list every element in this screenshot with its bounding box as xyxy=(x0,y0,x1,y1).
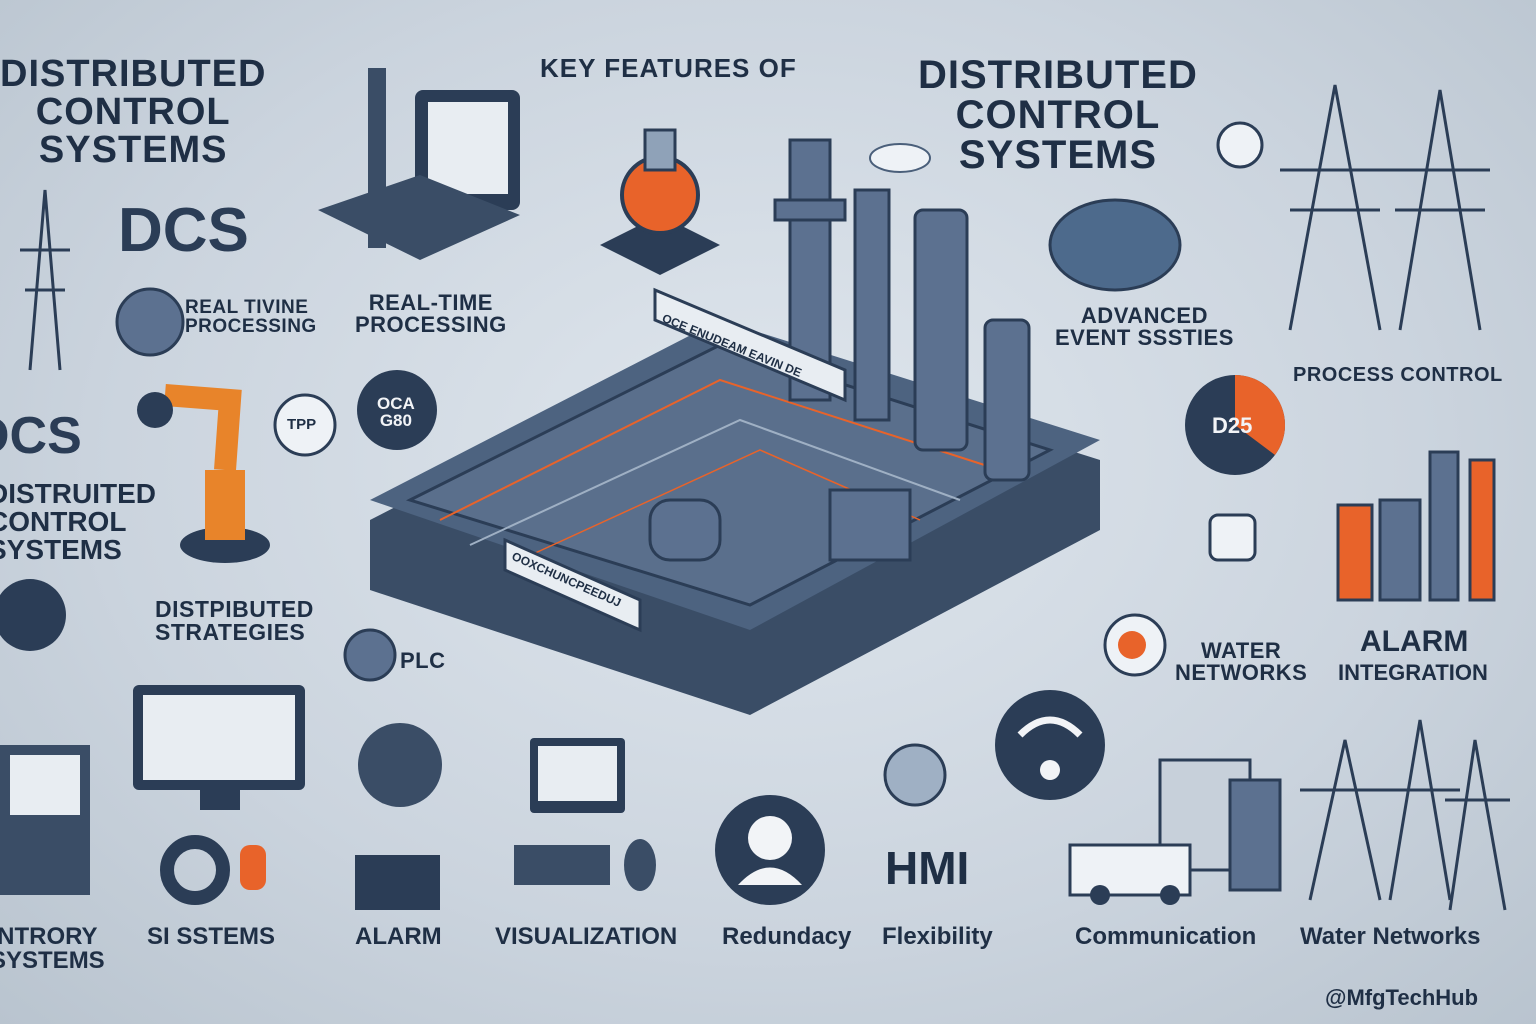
dcs-label: DCS xyxy=(118,196,249,265)
plc-label: PLC xyxy=(400,648,446,673)
transmission-tower-icons xyxy=(20,84,1510,911)
tpp-badge-label: TPP xyxy=(287,416,317,433)
bottom-label-6: Flexibility xyxy=(882,923,993,950)
flask-icon xyxy=(600,128,720,275)
bottom-label-3: ALARM xyxy=(355,923,442,950)
monitor-icon xyxy=(133,685,305,810)
cylinder-storage-icons xyxy=(1336,450,1496,602)
alarm-dial-icon xyxy=(358,723,442,807)
water-networks-label: WATER NETWORKS xyxy=(1175,638,1308,685)
bottom-label-5: Redundacy xyxy=(722,923,852,950)
oca-badge-label: OCA G80 xyxy=(377,394,415,430)
gear-icon xyxy=(160,835,230,905)
control-panel-icon xyxy=(0,745,90,895)
robot-arm-icon xyxy=(137,384,270,563)
laptop-icon xyxy=(318,68,520,260)
bottom-label-1: NTRORY SYSTEMS xyxy=(0,923,105,974)
gauge-label: D25 xyxy=(1212,413,1253,438)
plc-icon xyxy=(343,628,397,682)
dcs-partial-label: DCS xyxy=(0,407,82,465)
gauge-icon xyxy=(1185,375,1285,475)
pie-badge-icon xyxy=(0,579,66,651)
distributed-partial-label: DISTRUITED CONTROL SYSTEMS xyxy=(0,478,156,565)
alarm-title: ALARM xyxy=(1360,625,1469,658)
bottom-label-8: Water Networks xyxy=(1300,923,1481,950)
building-truck-icon xyxy=(1068,758,1282,905)
brand-handle: @MfgTechHub xyxy=(1325,985,1479,1010)
distributed-strategies-label: DISTPIBUTED STRATEGIES xyxy=(155,596,314,645)
oca-badge-icon xyxy=(357,370,437,450)
bottom-label-2: SI SSTEMS xyxy=(147,923,276,950)
user-avatar-icon xyxy=(715,795,825,905)
hmi-label: HMI xyxy=(885,842,970,894)
wifi-icon xyxy=(995,690,1105,800)
tpp-badge-icon xyxy=(273,393,337,457)
platform-signs xyxy=(503,287,847,633)
robot-face-icon xyxy=(1208,513,1257,562)
real-time-badge-label: REAL TIVINE PROCESSING xyxy=(185,297,317,337)
main-title: DISTRIBUTED CONTROL SYSTEMS xyxy=(918,53,1198,177)
target-icon xyxy=(883,743,947,807)
left-title: DISTRIBUTED CONTROL SYSTEMS xyxy=(0,53,267,171)
integration-subtitle: INTEGRATION xyxy=(1338,660,1488,685)
globe-icon xyxy=(1048,198,1182,292)
cloud-icon xyxy=(869,143,931,173)
check-badge-icon xyxy=(115,287,185,357)
pause-badge-icon xyxy=(1216,121,1264,169)
plant-towers xyxy=(648,138,1031,562)
alarm-box-icon xyxy=(355,855,440,910)
bottom-label-4: VISUALIZATION xyxy=(495,923,678,950)
workstation-icon xyxy=(514,738,656,891)
advanced-event-label: ADVANCED EVENT SSSTIES xyxy=(1055,303,1234,350)
process-control-label: PROCESS CONTROL xyxy=(1293,364,1503,386)
key-features-heading: KEY FEATURES OF xyxy=(540,53,797,83)
bottom-label-7: Communication xyxy=(1075,923,1257,950)
beacon-icon xyxy=(240,845,266,890)
real-time-label: REAL-TIME PROCESSING xyxy=(355,290,507,337)
